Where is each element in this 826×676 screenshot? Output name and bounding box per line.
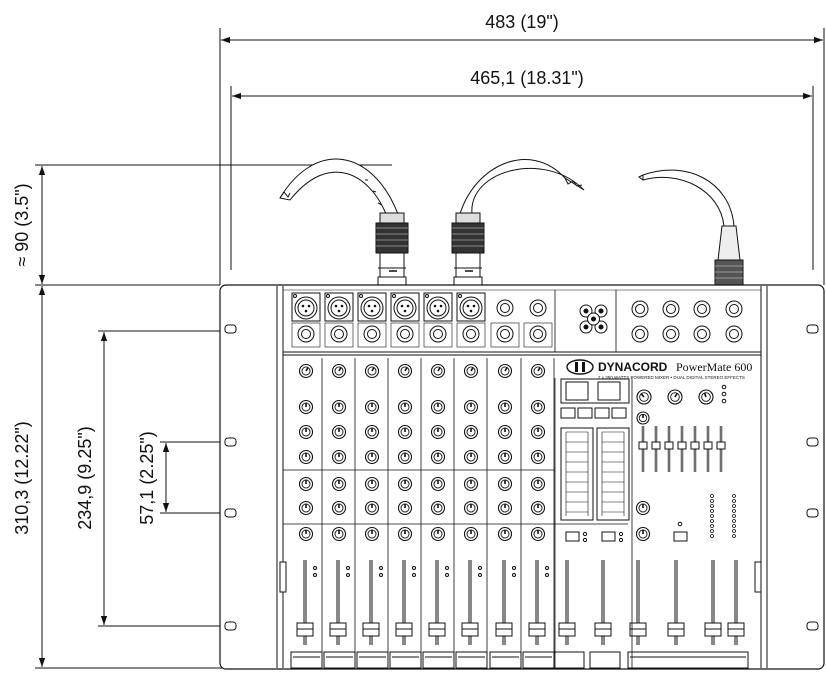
meter-led (732, 519, 736, 523)
mount-pitch-label: 57,1 (2.25") (137, 431, 157, 524)
subtitle-label: 2 x 350 WATTS POWERED MIXER • DUAL DIGIT… (598, 375, 745, 380)
mains-plug (714, 225, 744, 286)
mount-span-label: 234,9 (9.25") (75, 426, 95, 529)
dimension-mount-pitch: 57,1 (2.25") (137, 431, 230, 525)
meter-led (710, 519, 714, 523)
meter-led (732, 514, 736, 518)
meter-led (732, 509, 736, 513)
dynacord-logo (566, 359, 594, 375)
dimension-overall-width: 483 (19") (219, 12, 825, 285)
total-height-label: 310,3 (12.22") (12, 421, 32, 534)
dimension-mount-span: 234,9 (9.25") (75, 330, 230, 627)
rack-mount-holes (224, 324, 819, 631)
rack-width-label: 465,1 (18.31") (470, 68, 583, 88)
meter-led (710, 494, 714, 498)
meter-led (710, 524, 714, 528)
brand-label: DYNACORD (598, 360, 668, 374)
meter-led (732, 534, 736, 538)
meter-led (732, 529, 736, 533)
dimension-total-height: 310,3 (12.22") (12, 286, 222, 669)
meter-led (732, 504, 736, 508)
meter-led (732, 494, 736, 498)
section-dividers (283, 290, 633, 668)
meter-led (710, 499, 714, 503)
connector-height-label: ≈ 90 (3.5") (12, 183, 32, 266)
power-cables (279, 158, 735, 227)
meter-led (710, 529, 714, 533)
mixer-chassis (219, 284, 825, 670)
speakon-connector-right (451, 212, 485, 287)
overall-width-label: 483 (19") (485, 12, 558, 32)
meter-led (732, 524, 736, 528)
meter-led (732, 499, 736, 503)
model-label: PowerMate 600 (676, 360, 752, 374)
meter-led (710, 509, 714, 513)
meter-led (710, 534, 714, 538)
master-section: DYNACORD PowerMate 600 2 x 350 WATTS POW… (560, 359, 752, 669)
meter-led (710, 514, 714, 518)
channel-strips (290, 358, 745, 669)
speakon-connector-left (375, 212, 409, 287)
dimension-connector-height: ≈ 90 (3.5") (12, 164, 392, 286)
meter-led (710, 504, 714, 508)
dimension-rack-width: 465,1 (18.31") (230, 68, 814, 270)
input-jack-panel (291, 292, 743, 348)
